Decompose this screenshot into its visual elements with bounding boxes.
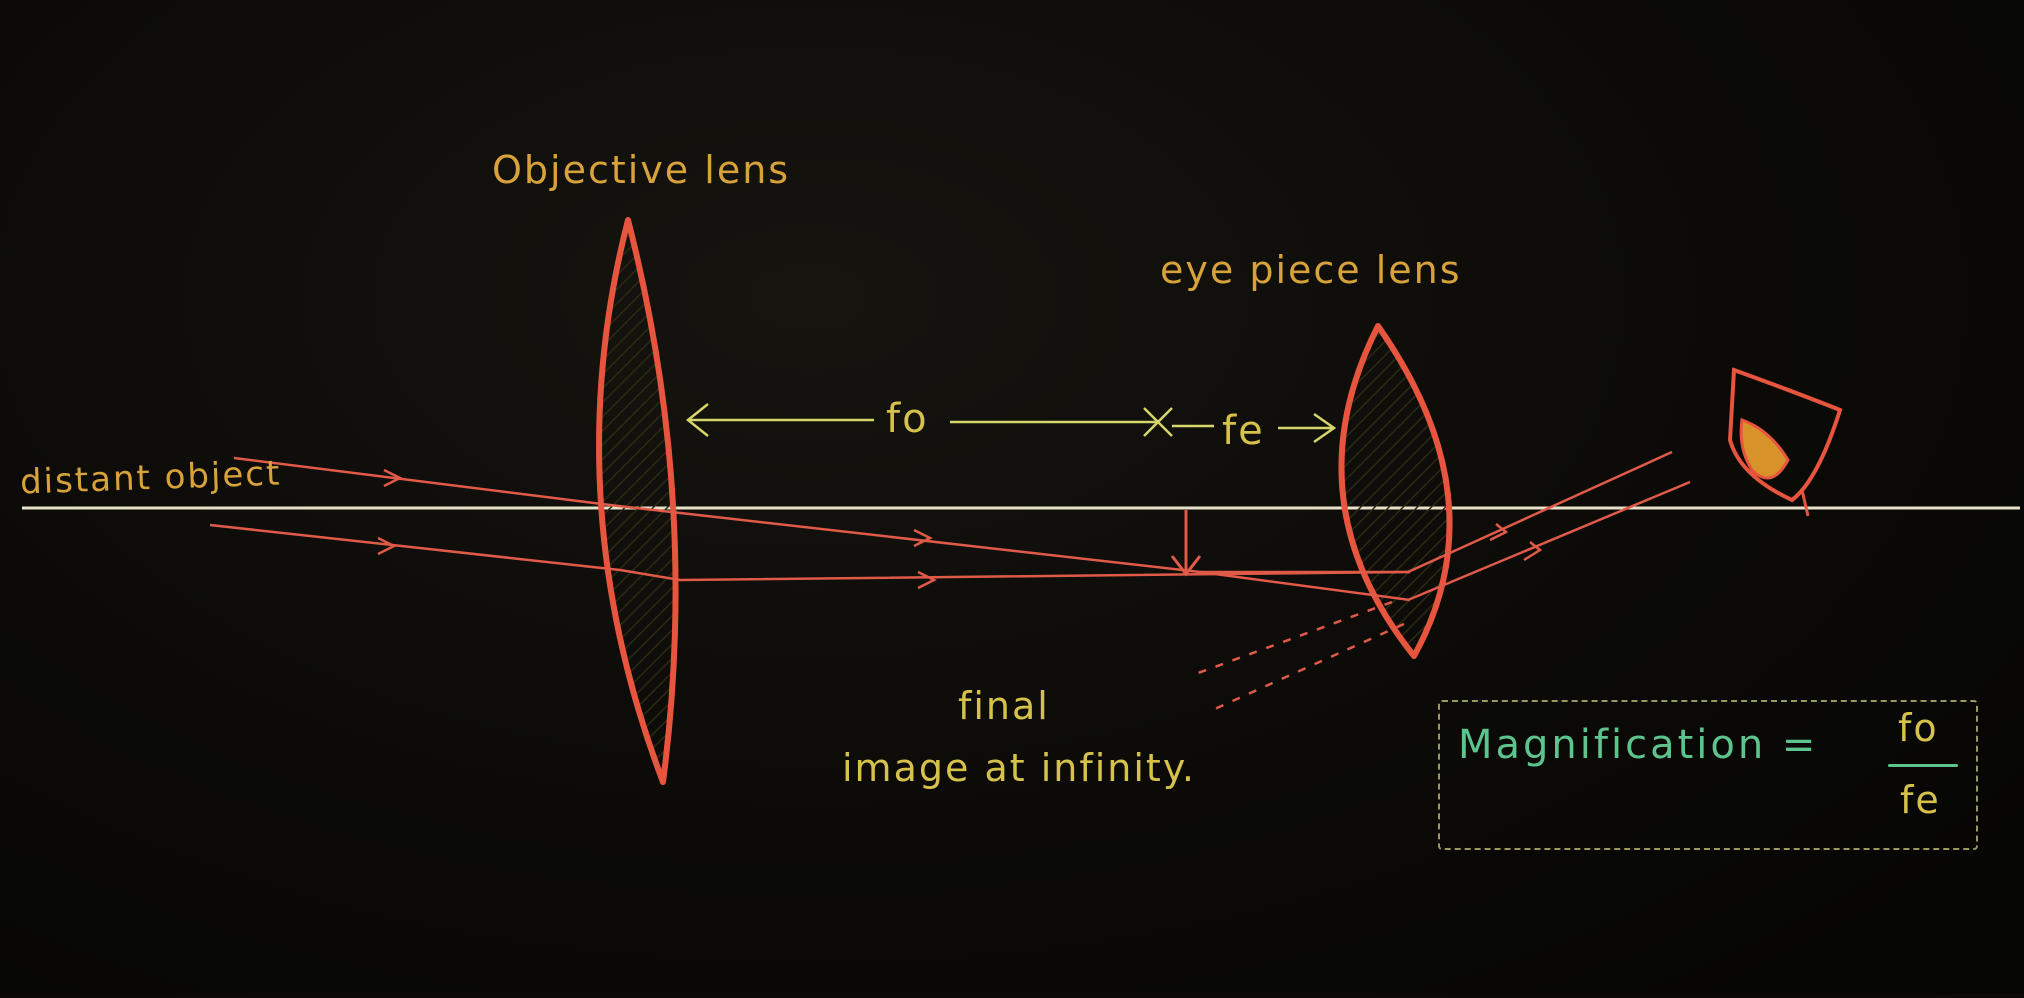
magnification-numerator: fo <box>1898 706 1939 750</box>
incoming-rays <box>209 456 1411 602</box>
magnification-denominator: fe <box>1900 778 1941 822</box>
focal-length-annotation <box>685 403 1337 444</box>
ray-arrowheads <box>377 468 937 590</box>
final-image-label-line2: image at infinity. <box>842 746 1196 790</box>
magnification-label: Magnification = <box>1458 722 1819 768</box>
fraction-bar <box>1888 764 1958 767</box>
intermediate-image-arrow <box>1170 510 1202 577</box>
virtual-ray-extension <box>1189 600 1405 714</box>
fe-label: fe <box>1222 408 1265 454</box>
magnification-box <box>1438 700 1978 850</box>
eye-piece-lens-label: eye piece lens <box>1160 248 1462 292</box>
eye-piece-lens <box>1338 323 1453 659</box>
fo-label: fo <box>886 396 929 442</box>
final-image-label-line1: final <box>958 684 1050 728</box>
objective-lens <box>596 217 679 785</box>
emergent-rays <box>1407 450 1691 602</box>
eye-icon <box>1727 367 1843 517</box>
objective-lens-label: Objective lens <box>492 148 791 192</box>
